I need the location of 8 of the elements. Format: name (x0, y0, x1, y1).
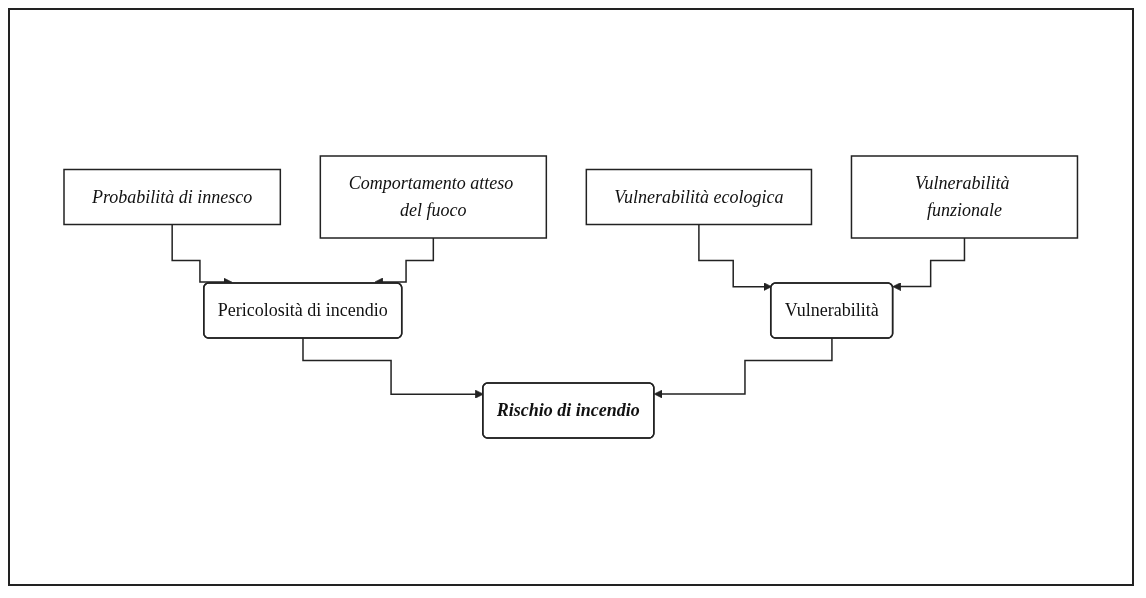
arrow (698, 223, 773, 292)
diagram-frame: Probabilità di innesco Comportamento atteso del fuoco Vulnerabilità ecologica Vulnerabilità funzionale Pericolosità di incendio Vulnerabilità Rischio di incendio (8, 8, 1134, 586)
arrow (892, 237, 966, 291)
node-box (851, 155, 1079, 239)
node-box (585, 168, 813, 226)
node-box (63, 168, 282, 226)
node-box (319, 155, 548, 239)
arrow (654, 337, 834, 399)
